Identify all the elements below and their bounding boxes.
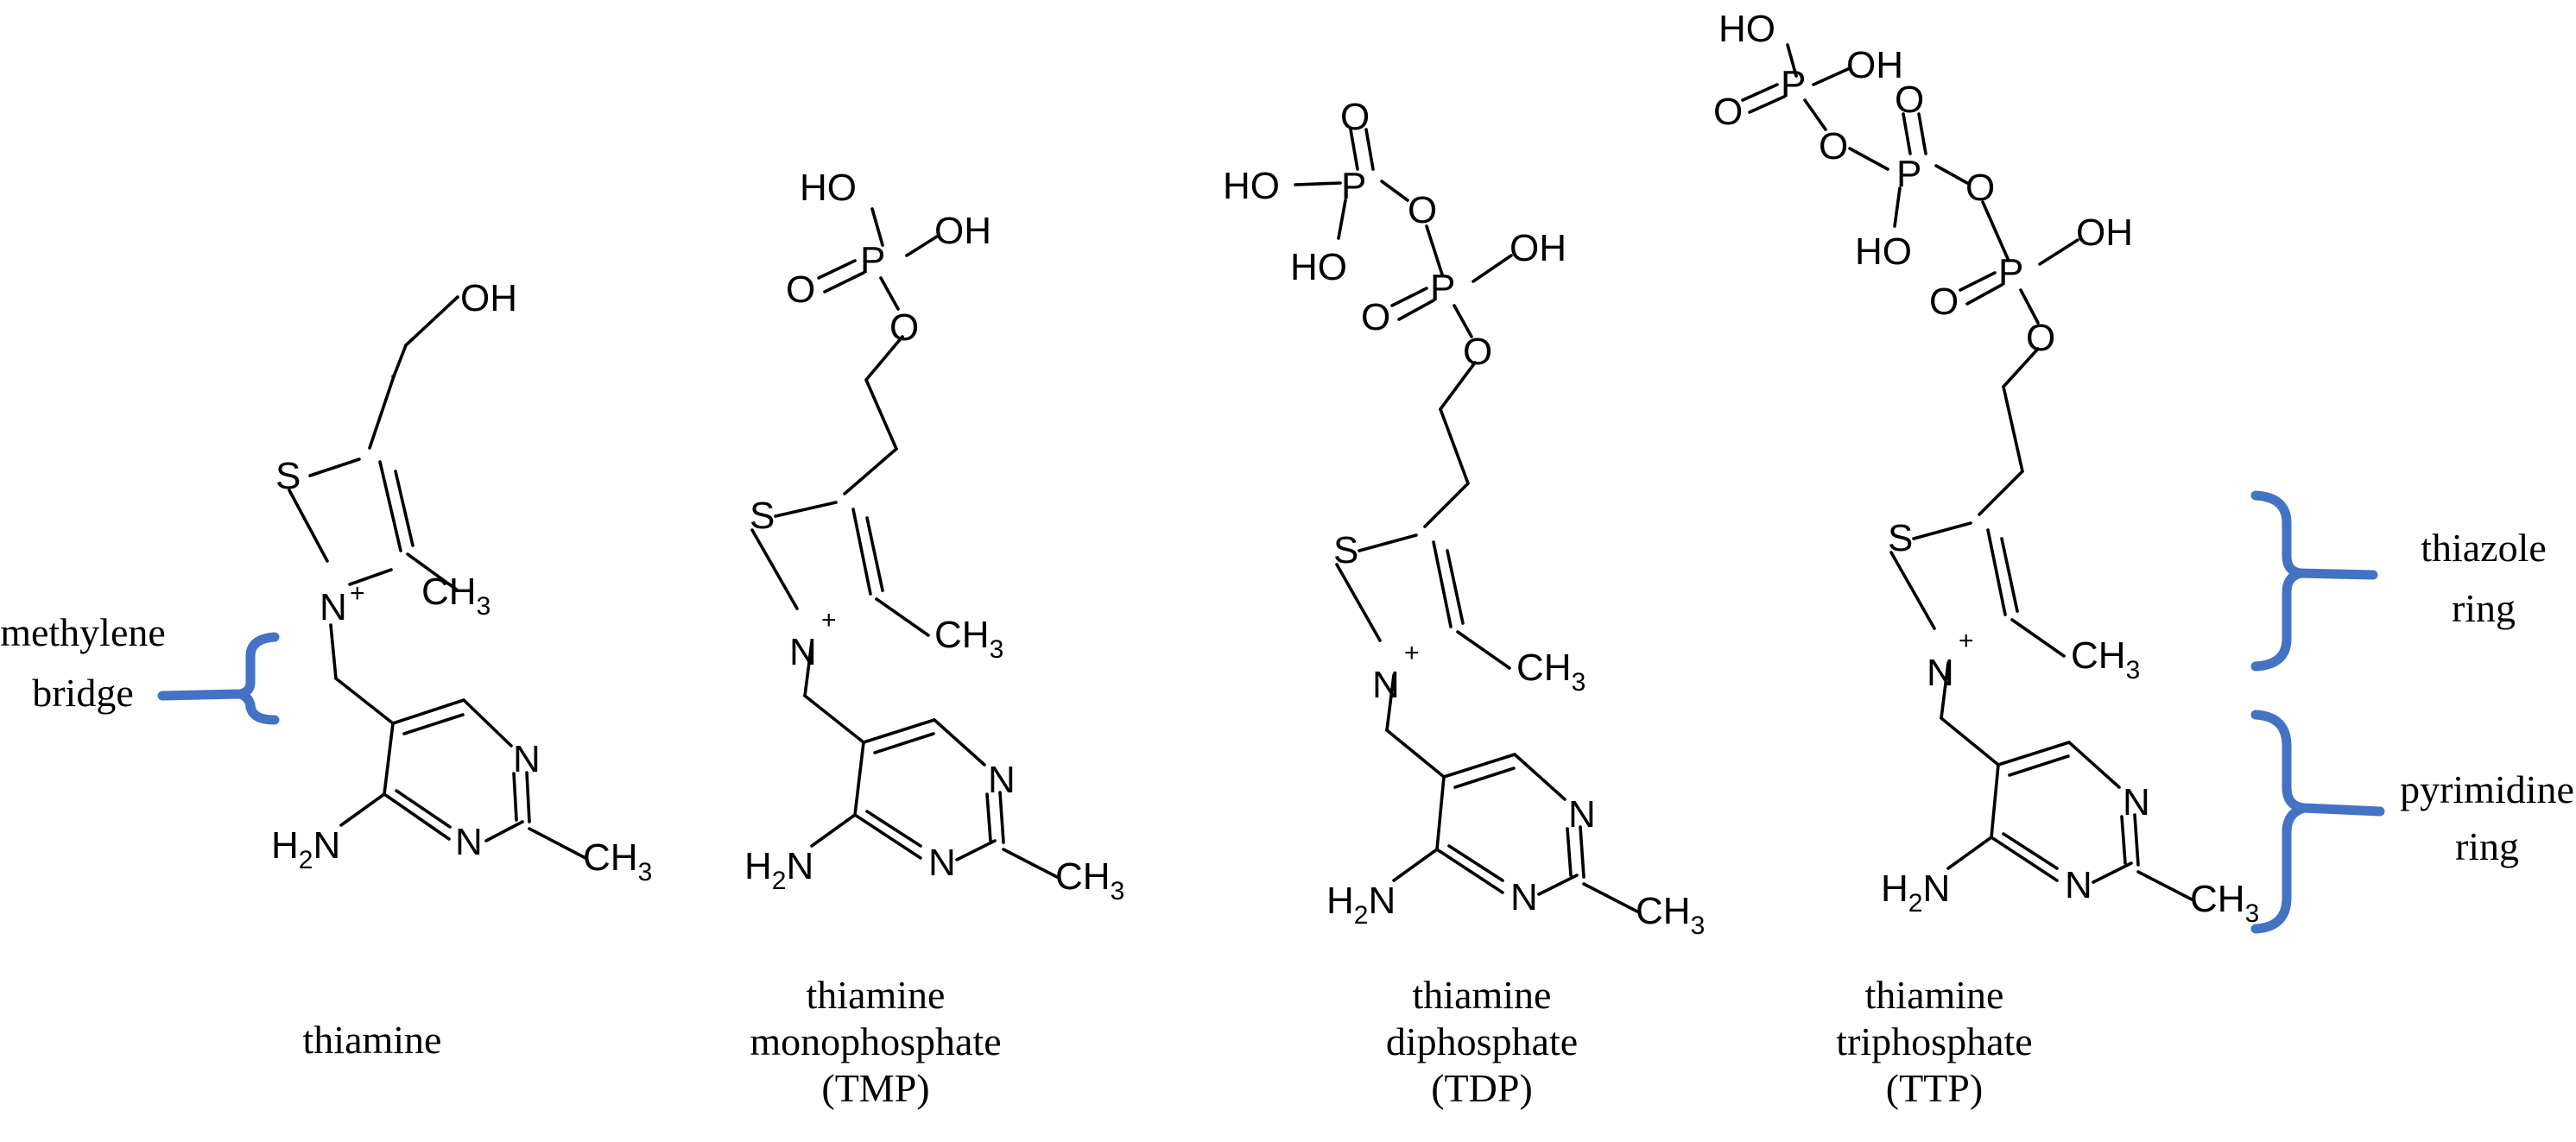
caption-ttp: thiamine triphosphate (TTP)	[1836, 973, 2032, 1110]
annotation-thiazole-ring: thiazole ring	[2250, 490, 2547, 672]
hydroxyl-group: OH	[934, 210, 991, 252]
caption-line: thiamine	[303, 1018, 442, 1062]
molecule-tmp: S N + N N CH3 CH3 H2N O P O OH HO thiami…	[744, 167, 1124, 1110]
hydroxyl-group: HO	[1223, 165, 1280, 207]
bracket-icon	[157, 632, 280, 725]
atom-o: O	[786, 268, 815, 311]
caption-line: thiamine	[1865, 973, 2004, 1017]
amino-group: H2N	[744, 845, 813, 895]
caption-line: (TDP)	[1431, 1066, 1533, 1110]
atom-o: O	[1408, 189, 1437, 231]
bracket-icon	[2250, 710, 2385, 934]
atom-p: P	[1341, 165, 1366, 207]
atom-s: S	[750, 495, 775, 537]
annotation-pyrimidine-ring: pyrimidine ring	[2250, 710, 2574, 934]
hydroxyl-group: HO	[1855, 230, 1912, 273]
atom-n: N	[1568, 793, 1596, 836]
atom-n: N	[1927, 652, 1954, 694]
atom-n: N	[1372, 664, 1400, 706]
molecule-thiamine: S N + N N CH3 CH3 H2N OH thiamine	[271, 277, 652, 1062]
hydroxyl-group: OH	[2076, 211, 2133, 254]
molecule-ttp: S N + N N CH3 CH3 H2N O P O OH O P O HO …	[1713, 8, 2259, 1110]
charge-plus: +	[1959, 627, 1974, 655]
atom-p: P	[860, 239, 885, 281]
atom-o: O	[1819, 125, 1848, 167]
atom-p: P	[1430, 267, 1455, 309]
atom-p: P	[1781, 63, 1806, 105]
hydroxyl-group: OH	[1510, 227, 1566, 269]
methyl-group: CH3	[1516, 647, 1585, 697]
atom-o: O	[1340, 96, 1370, 138]
caption-line: diphosphate	[1386, 1019, 1578, 1063]
atom-o: O	[889, 306, 919, 349]
hydroxyl-group: HO	[1718, 8, 1775, 50]
bonds	[288, 295, 587, 860]
methyl-group: CH3	[583, 836, 652, 886]
bracket-icon	[2250, 490, 2378, 672]
hydroxyl-group: HO	[1290, 246, 1347, 288]
caption-line: (TTP)	[1886, 1066, 1983, 1110]
atom-n: N	[320, 586, 347, 628]
amino-group: H2N	[1881, 868, 1950, 918]
atom-o: O	[1463, 331, 1492, 373]
atom-o: O	[1361, 296, 1390, 338]
atom-s: S	[1333, 529, 1358, 571]
atom-n: N	[2123, 781, 2150, 823]
atom-o: O	[1895, 79, 1924, 121]
atom-s: S	[1888, 517, 1913, 559]
annotation-label: ring	[2452, 586, 2516, 630]
caption-line: triphosphate	[1836, 1019, 2032, 1063]
methyl-group: CH3	[421, 571, 491, 621]
amino-group: H2N	[271, 824, 340, 874]
atom-s: S	[275, 455, 301, 497]
annotation-label: bridge	[32, 671, 134, 715]
methyl-group: CH3	[1055, 855, 1124, 905]
annotation-label: thiazole	[2421, 526, 2547, 570]
atom-n: N	[988, 759, 1016, 801]
caption-line: thiamine	[807, 973, 946, 1017]
annotation-label: methylene	[0, 610, 166, 654]
atom-n: N	[513, 738, 541, 780]
bonds	[750, 207, 1059, 879]
charge-plus: +	[821, 606, 837, 634]
charge-plus: +	[1404, 639, 1420, 667]
caption-line: monophosphate	[750, 1019, 1001, 1063]
caption-line: (TMP)	[821, 1066, 929, 1110]
annotation-methylene-bridge: methylene bridge	[0, 610, 280, 725]
bonds	[1741, 43, 2193, 901]
caption-tmp: thiamine monophosphate (TMP)	[750, 973, 1001, 1110]
caption-tdp: thiamine diphosphate (TDP)	[1386, 973, 1578, 1110]
hydroxyl-group: HO	[800, 167, 857, 209]
atom-n: N	[928, 842, 956, 884]
methyl-group: CH3	[1636, 890, 1705, 940]
annotation-label: ring	[2455, 824, 2519, 868]
atom-p: P	[1998, 251, 2023, 293]
atom-o: O	[1965, 167, 1995, 209]
charge-plus: +	[350, 579, 365, 608]
bonds	[1294, 128, 1639, 913]
hydroxyl-group: OH	[460, 277, 517, 319]
caption-thiamine: thiamine	[303, 1018, 442, 1062]
atom-p: P	[1896, 153, 1921, 195]
caption-line: thiamine	[1413, 973, 1552, 1017]
methyl-group: CH3	[2071, 634, 2140, 685]
atom-o: O	[2026, 317, 2055, 359]
amino-group: H2N	[1326, 880, 1396, 930]
atom-n: N	[1510, 876, 1538, 918]
annotation-label: pyrimidine	[2400, 767, 2574, 811]
methyl-group: CH3	[2190, 878, 2259, 928]
atom-o: O	[1713, 91, 1743, 133]
atom-o: O	[1929, 281, 1959, 323]
atom-n: N	[789, 631, 817, 673]
atom-n: N	[2065, 864, 2092, 906]
molecule-tdp: S N + N N CH3 CH3 H2N O P O OH O P O HO …	[1223, 96, 1705, 1110]
methyl-group: CH3	[934, 614, 1003, 664]
hydroxyl-group: OH	[1846, 44, 1903, 86]
atom-n: N	[455, 821, 483, 863]
